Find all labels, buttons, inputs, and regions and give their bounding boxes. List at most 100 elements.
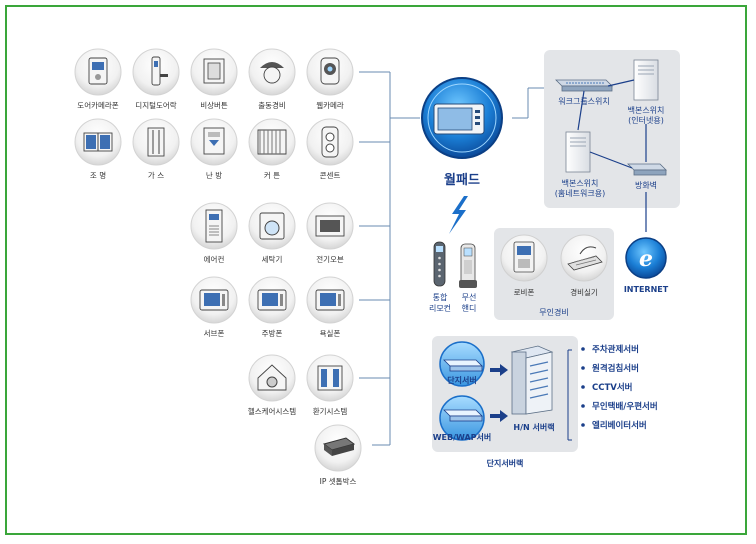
device-ventilation-system: 환기시스템	[306, 354, 354, 416]
bullet-icon	[581, 366, 585, 370]
bullet-icon	[581, 385, 585, 389]
electric-oven-icon	[315, 215, 345, 237]
workgroup-switch-label: 워크그룹스위치	[558, 97, 610, 106]
backbone-switch-home-icon	[565, 131, 591, 173]
backbone-switch-internet-icon	[633, 59, 659, 101]
device-label: 에어컨	[204, 254, 225, 264]
curtain-icon	[257, 129, 287, 155]
guard-room-device-icon	[567, 246, 603, 271]
svg-text:e: e	[639, 246, 653, 272]
danji-server-icon	[439, 341, 485, 387]
device-label: 헬스케어시스템	[248, 406, 296, 416]
kitchen-phone-icon	[257, 289, 287, 311]
lobby-phone-label: 로비폰	[514, 288, 535, 297]
device-label: 난 방	[206, 170, 222, 180]
device-sub-phone: 서브폰	[190, 276, 238, 338]
device-bathroom-phone: 욕실폰	[306, 276, 354, 338]
gas-icon	[147, 127, 165, 157]
diagram-frame	[5, 5, 747, 535]
device-kitchen-phone: 주방폰	[248, 276, 296, 338]
device-label: 환기시스템	[313, 406, 348, 416]
device-washing-machine: 세탁기	[248, 202, 296, 264]
device-label: 출동경비	[258, 100, 286, 110]
handy-label-line2: 핸디	[462, 303, 477, 313]
server-list-item: 엘리베이터서버	[592, 420, 647, 431]
device-label: 커 튼	[264, 171, 280, 180]
server-rack-arrows	[490, 364, 508, 422]
device-label: 도어카메라폰	[77, 100, 118, 110]
device-label: 가 스	[148, 171, 164, 180]
emergency-button-icon	[203, 58, 225, 84]
device-label: 디지털도어락	[135, 100, 176, 110]
air-conditioner-icon	[205, 209, 223, 243]
firewall-label: 방화벽	[635, 180, 657, 190]
device-door-camera-phone: 도어카메라폰	[74, 48, 122, 110]
device-label: 콘센트	[320, 170, 341, 180]
device-heating: 난 방	[190, 118, 238, 180]
workgroup-switch-icon	[555, 79, 613, 92]
wallpad-label: 월패드	[444, 172, 480, 188]
danji-server-label: 단지서버	[447, 375, 476, 385]
unmanned-security-title: 무인경비	[539, 307, 568, 317]
server-list-item: 원격검침서버	[592, 363, 639, 374]
device-label: 세탁기	[262, 254, 283, 264]
device-air-conditioner: 에어컨	[190, 202, 238, 264]
server-list-bracket	[567, 349, 572, 441]
device-label: 전기오븐	[316, 254, 344, 264]
washing-machine-icon	[259, 212, 285, 240]
device-label: IP 셋톱박스	[320, 476, 357, 486]
device-electric-oven: 전기오븐	[306, 202, 354, 264]
lighting-icon	[83, 132, 113, 152]
bullet-icon	[581, 347, 585, 351]
wallpad: 월패드	[421, 77, 503, 188]
bathroom-phone-icon	[315, 289, 345, 311]
internet-icon: e	[625, 237, 667, 279]
device-curtain: 커 튼	[248, 118, 296, 180]
backbone-home-label-line2: (홈네트워크용)	[555, 188, 605, 198]
sub-phone-icon	[199, 289, 229, 311]
outlet-icon	[321, 126, 339, 158]
remote-label-line1: 통합	[433, 293, 448, 302]
device-label: 조 명	[90, 170, 106, 180]
bullet-icon	[581, 423, 585, 427]
healthcare-system-icon	[257, 364, 287, 391]
device-label: 주방폰	[262, 328, 283, 338]
internet-label: INTERNET	[624, 285, 669, 294]
device-digital-door-lock: 디지털도어락	[132, 48, 180, 110]
backbone-internet-label-line2: (인터넷용)	[628, 115, 664, 125]
network-links	[577, 79, 647, 232]
device-label: 욕실폰	[320, 328, 341, 338]
door-camera-phone-icon	[88, 57, 108, 85]
backbone-home-label-line1: 백본스위치	[562, 178, 599, 188]
device-lighting: 조 명	[74, 118, 122, 180]
wireless-handy-icon	[459, 243, 477, 288]
firewall-icon	[627, 163, 667, 176]
device-security-guard: 출동경비	[248, 48, 296, 110]
hn-rack-label: H/N 서버랙	[513, 422, 554, 432]
device-ip-settop-box: IP 셋톱박스	[314, 424, 362, 486]
device-label: 비상버튼	[200, 100, 228, 110]
integrated-remote-icon	[433, 241, 446, 287]
web-wap-server-icon	[439, 395, 485, 441]
device-emergency-button: 비상버튼	[190, 48, 238, 110]
device-healthcare-system: 헬스케어시스템	[248, 354, 296, 416]
device-label: 서브폰	[204, 329, 225, 338]
digital-door-lock-icon	[151, 56, 168, 86]
device-connector-lines	[359, 71, 553, 446]
device-gas: 가 스	[132, 118, 180, 180]
server-list-item: 주차관제서버	[592, 344, 639, 355]
bullet-icon	[581, 404, 585, 408]
ip-settop-box-icon	[322, 437, 356, 456]
device-label: 웹카메라	[316, 101, 344, 110]
security-guard-icon	[260, 62, 284, 84]
backbone-internet-label-line1: 백본스위치	[628, 105, 665, 115]
ventilation-system-icon	[317, 365, 343, 391]
server-rack-title: 단지서버랙	[487, 458, 524, 468]
hn-server-rack-icon	[510, 345, 554, 415]
web-camera-icon	[320, 57, 340, 85]
web-wap-server-label: WEB/WAP서버	[433, 432, 492, 442]
lobby-phone-icon	[513, 241, 535, 273]
server-list-item: 무인택배/우편서버	[592, 401, 658, 412]
remote-label-line2: 리모컨	[429, 303, 451, 313]
